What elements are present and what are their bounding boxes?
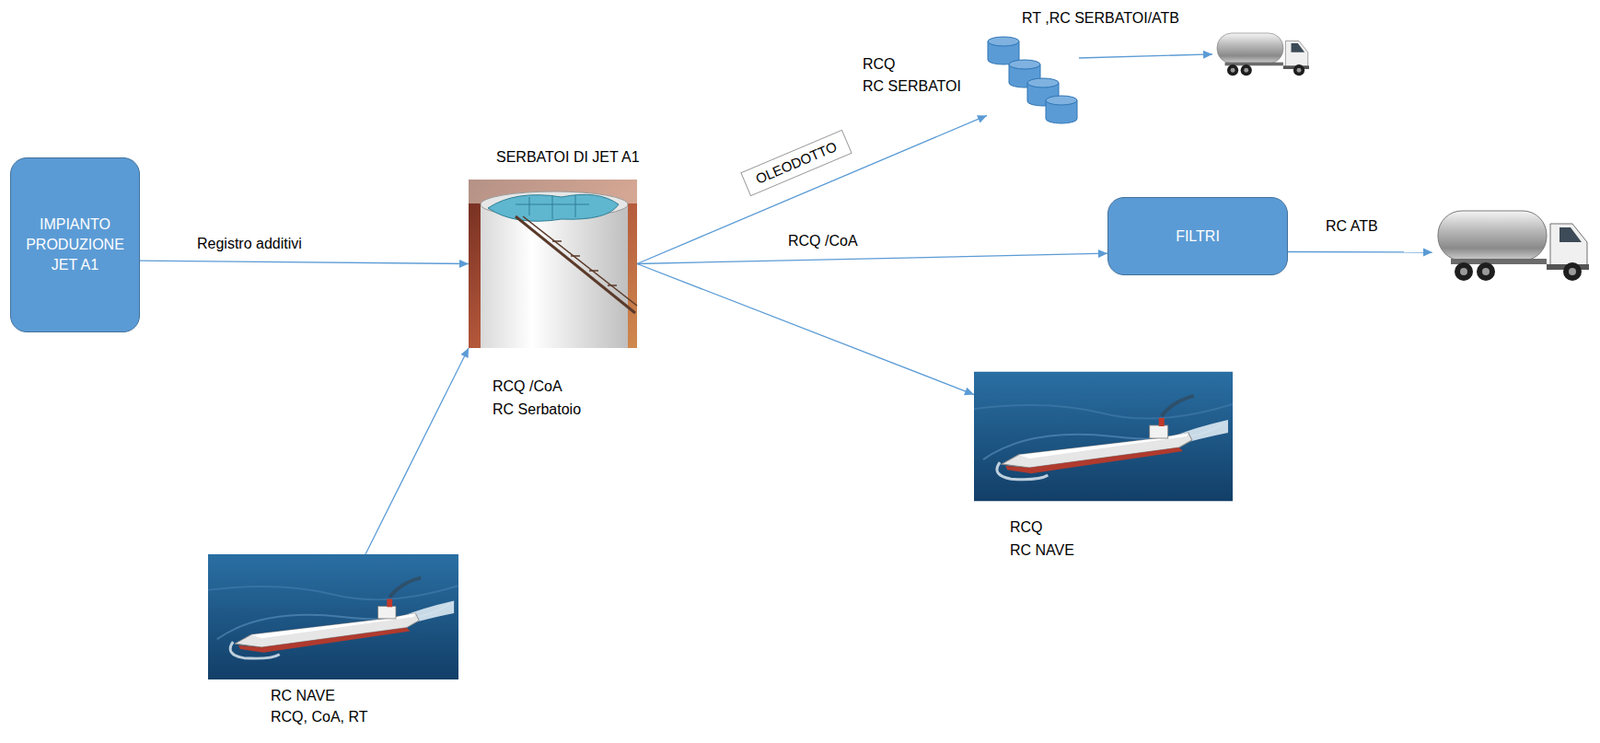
flow-line xyxy=(637,115,987,264)
tank-picture xyxy=(468,179,638,348)
arrow-head xyxy=(1098,249,1108,258)
edge-label: RCQ /CoA xyxy=(788,231,858,251)
node-caption: RC NAVE xyxy=(1009,541,1075,560)
node-caption: RC Serbatoio xyxy=(492,400,581,419)
flow-arrow xyxy=(365,347,469,555)
process-box: FILTRI xyxy=(1107,197,1288,276)
node-caption: RCQ /CoA xyxy=(492,377,563,396)
box-label: FILTRI xyxy=(1175,226,1220,247)
flow-line xyxy=(1287,251,1433,254)
ship-picture xyxy=(973,371,1233,502)
truck-picture xyxy=(1217,33,1310,76)
edge-label: RT ,RC SERBATOI/ATB xyxy=(1021,9,1180,28)
pipeline-tag: OLEODOTTO xyxy=(740,129,852,198)
tanks-node: RCQRC SERBATOI xyxy=(986,35,1079,125)
flow-line xyxy=(365,347,469,555)
edge-label: Registro additivi xyxy=(197,234,302,254)
truck-picture xyxy=(1437,210,1589,281)
arrow-head xyxy=(1423,247,1433,256)
ship-node: RCQRC NAVE xyxy=(973,371,1233,502)
box-label: IMPIANTO PRODUZIONE JET A1 xyxy=(23,214,128,276)
ship-node: RC NAVERCQ, CoA, RT xyxy=(204,554,463,680)
tank-heading: SERBATOI DI JET A1 xyxy=(496,148,640,167)
flow-line xyxy=(139,260,469,264)
edge-label: RC ATB xyxy=(1325,217,1379,236)
flow-arrow xyxy=(637,115,987,264)
small-tanks-icon xyxy=(987,36,1078,124)
node-caption: RCQ xyxy=(1009,518,1044,537)
arrow-head xyxy=(459,259,469,268)
node-caption: RCQ, CoA, RT xyxy=(270,707,369,727)
process-box: IMPIANTO PRODUZIONE JET A1 xyxy=(10,157,140,333)
flow-arrow xyxy=(637,264,974,396)
truck-node xyxy=(1432,194,1595,291)
arrow-head xyxy=(963,387,974,395)
flow-arrow xyxy=(139,259,469,268)
node-caption: RC SERBATOI xyxy=(862,77,962,96)
node-caption: RC NAVE xyxy=(270,686,336,706)
flow-line xyxy=(1078,54,1213,58)
flow-line xyxy=(637,264,974,395)
flow-line xyxy=(637,253,1108,264)
truck-node xyxy=(1212,23,1314,82)
arrow-head xyxy=(461,347,469,359)
node-caption: RCQ xyxy=(862,55,896,74)
flow-arrow xyxy=(637,249,1108,265)
flow-arrow xyxy=(1287,247,1433,256)
arrow-head xyxy=(976,115,987,123)
arrow-head xyxy=(1203,50,1213,59)
flow-arrow xyxy=(1078,50,1213,59)
tank-node: SERBATOI DI JET A1RCQ /CoARC Serbatoio xyxy=(468,179,638,348)
ship-picture xyxy=(208,554,459,680)
